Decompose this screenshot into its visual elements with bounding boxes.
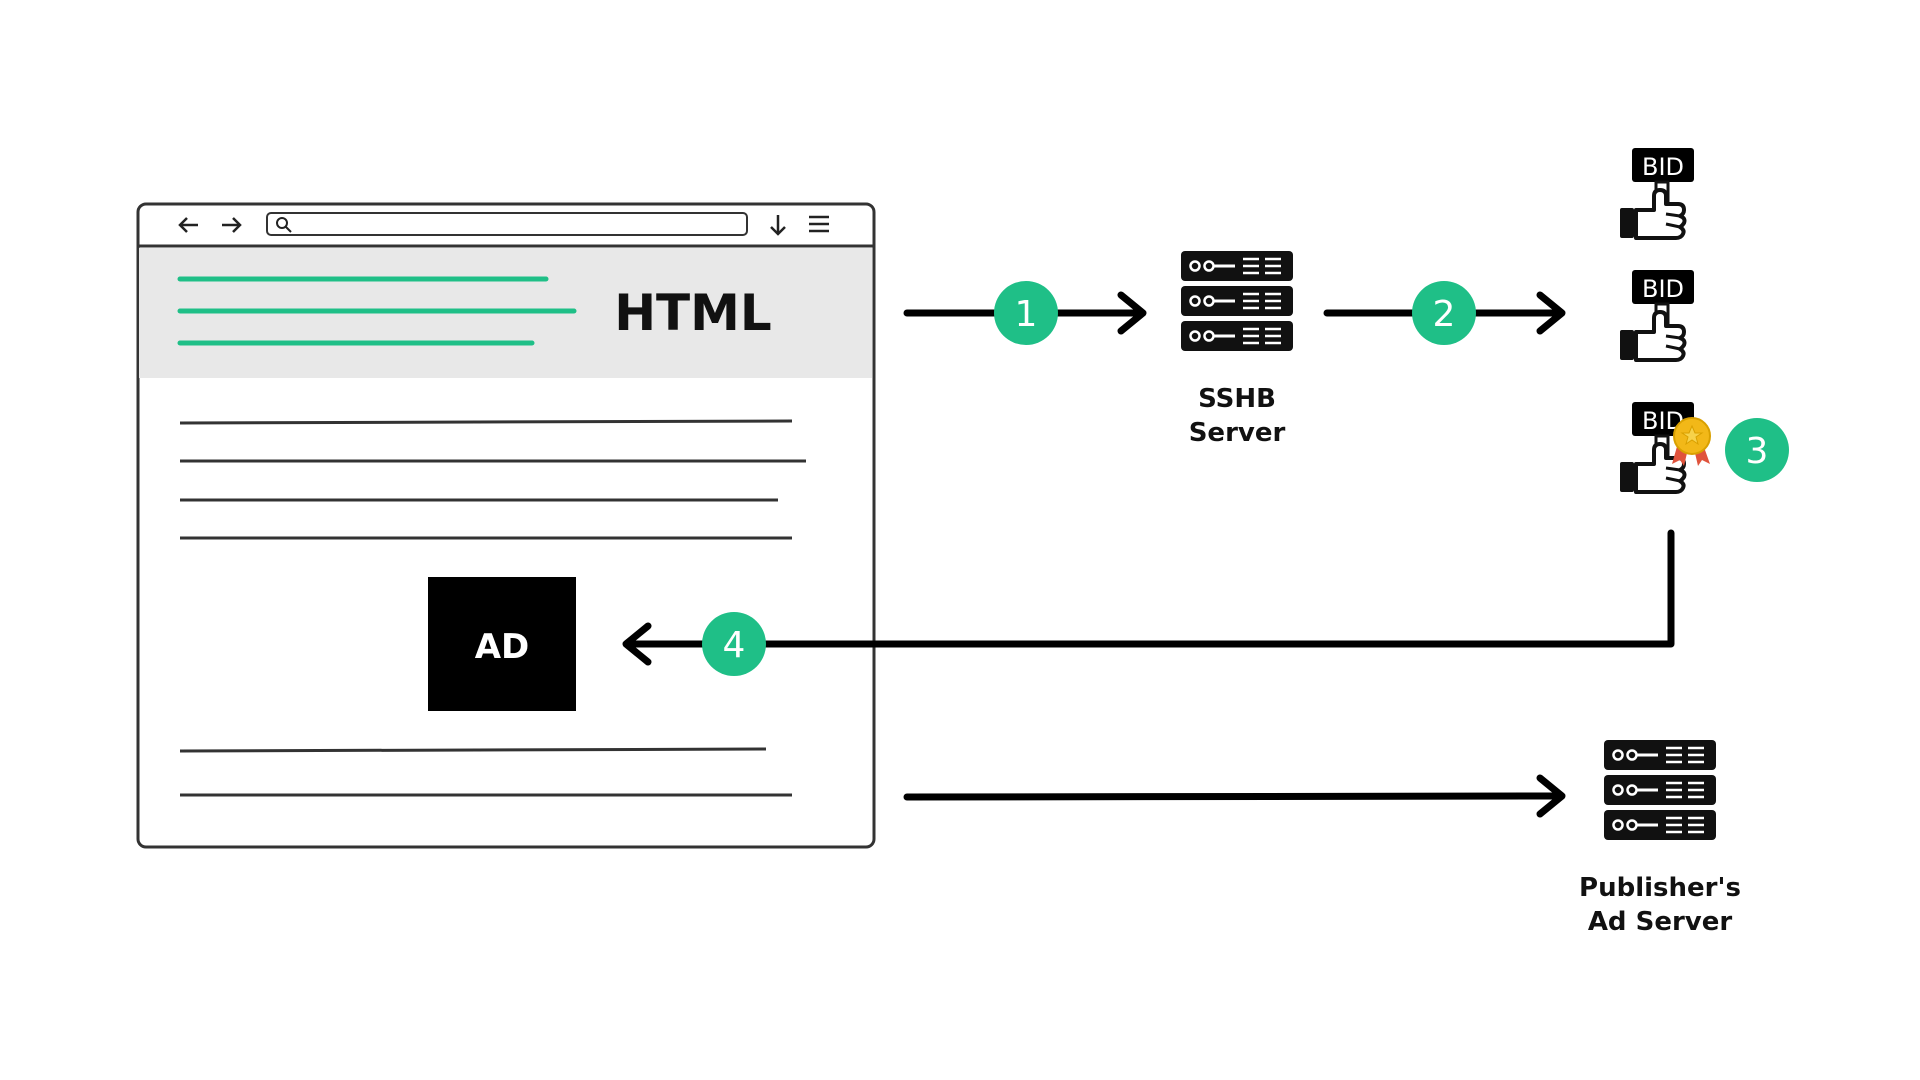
- browser-window: HTML AD: [136, 202, 876, 849]
- address-bar[interactable]: [266, 212, 748, 236]
- hamburger-menu-icon[interactable]: [809, 215, 829, 233]
- ad-label: AD: [475, 627, 530, 667]
- arrow-right-icon[interactable]: [222, 217, 242, 233]
- bid-sign-label: BID: [1642, 153, 1684, 181]
- svg-text:2: 2: [1433, 294, 1456, 335]
- step-badge-2: 2: [1412, 281, 1476, 345]
- medal-icon: [1672, 417, 1711, 466]
- arrow-page-to-publisher-ad-server: [903, 774, 1566, 818]
- bid-sign-label: BID: [1642, 275, 1684, 303]
- bidder-2: BID: [1618, 270, 1694, 362]
- bidder-1: BID: [1618, 148, 1694, 240]
- download-icon[interactable]: [770, 215, 786, 236]
- bidder-3-winner: BID: [1618, 402, 1711, 494]
- svg-text:4: 4: [723, 625, 746, 666]
- publisher-ad-server-icon: [1602, 738, 1718, 842]
- svg-text:1: 1: [1015, 294, 1038, 335]
- search-icon: [276, 217, 292, 233]
- sshb-server-icon: [1179, 249, 1295, 353]
- html-label: HTML: [614, 284, 772, 342]
- svg-text:3: 3: [1746, 431, 1769, 472]
- step-badge-3: 3: [1725, 418, 1789, 482]
- ad-slot: [428, 577, 576, 711]
- sshb-server-label: SSHB Server: [1188, 384, 1286, 448]
- publisher-ad-server-label: Publisher's Ad Server: [1579, 873, 1741, 937]
- arrow-left-icon[interactable]: [178, 217, 198, 233]
- arrow-winning-bid-to-ad: [622, 529, 1675, 666]
- step-badge-4: 4: [702, 612, 766, 676]
- step-badge-1: 1: [994, 281, 1058, 345]
